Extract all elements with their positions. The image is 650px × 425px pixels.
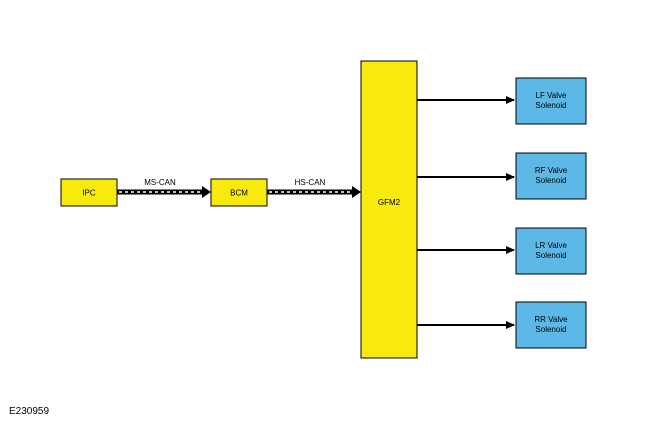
gfm2-module: GFM2 [360,60,418,359]
figure-id: E230959 [9,406,49,417]
ipc-label: IPC [82,189,96,198]
lf-solenoid-box [515,77,587,125]
ms-can-label: MS-CAN [144,178,176,187]
bcm-label: BCM [230,189,248,198]
ms-can-arrowhead [202,186,211,198]
lf-valve-solenoid: LF Valve Solenoid [515,77,587,125]
rr-solenoid-label-line2: Solenoid [535,325,566,334]
lr-valve-solenoid: LR Valve Solenoid [515,227,587,275]
lf-solenoid-label-line1: LF Valve [536,91,568,100]
rf-valve-solenoid: RF Valve Solenoid [515,152,587,200]
bcm-module: BCM [210,178,268,207]
lr-solenoid-label-line1: LR Valve [535,241,567,250]
rr-solenoid-label-line1: RR Valve [534,315,568,324]
hs-can-arrowhead [352,186,361,198]
lr-solenoid-box [515,227,587,275]
rf-solenoid-label-line2: Solenoid [535,176,566,185]
rr-valve-solenoid: RR Valve Solenoid [515,301,587,349]
lf-solenoid-label-line2: Solenoid [535,101,566,110]
ipc-box [60,178,118,207]
ms-can-bus: MS-CAN [117,178,211,198]
gfm2-box [360,60,418,359]
output-wires [417,96,515,329]
rf-solenoid-label-line1: RF Valve [535,166,568,175]
bcm-box [210,178,268,207]
ipc-module: IPC [60,178,118,207]
rf-solenoid-box [515,152,587,200]
rr-solenoid-box [515,301,587,349]
hs-can-bus: HS-CAN [267,178,361,198]
hs-can-label: HS-CAN [295,178,326,187]
lr-solenoid-label-line2: Solenoid [535,251,566,260]
gfm2-label: GFM2 [378,198,401,207]
